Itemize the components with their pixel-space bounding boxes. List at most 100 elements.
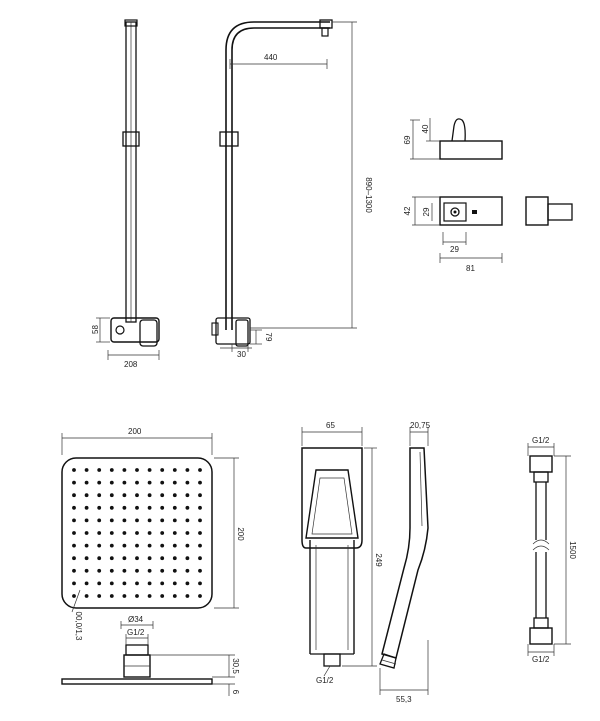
nozzle-dot	[84, 505, 89, 510]
nozzle-dot	[122, 594, 127, 598]
nozzle-dot	[198, 531, 202, 535]
nozzle-dot	[109, 505, 114, 510]
nozzle-dot	[97, 531, 102, 535]
dim-holder-total-height: 69	[403, 135, 412, 144]
nozzle-dot	[72, 531, 76, 535]
nozzle-dot	[135, 468, 139, 472]
nozzle-dot	[147, 480, 152, 485]
nozzle-dot	[147, 594, 152, 598]
nozzle-dot	[135, 518, 139, 523]
nozzle-dot	[84, 594, 89, 598]
nozzle-dot	[160, 493, 165, 498]
nozzle-dot	[72, 493, 76, 498]
nozzle-dot	[84, 581, 89, 586]
dim-hose-length: 1500	[568, 541, 577, 559]
nozzle-dot	[135, 581, 139, 586]
nozzle-dot	[160, 581, 165, 586]
nozzle-dot	[109, 543, 114, 548]
nozzle-dot	[97, 594, 102, 598]
nozzle-dot	[84, 493, 89, 498]
dim-nozzle-size: 00,0/1,3	[74, 612, 83, 641]
nozzle-dot	[172, 468, 177, 472]
hand-shower-side-view	[379, 427, 429, 695]
nozzle-dot	[135, 531, 139, 535]
nozzle-dot	[72, 556, 76, 561]
holder-side-view	[410, 118, 503, 160]
nozzle-dot	[109, 468, 114, 472]
dim-head-height: 200	[236, 527, 245, 541]
nozzle-dot	[72, 505, 76, 510]
dim-head-offset: 30,5	[231, 658, 240, 674]
nozzle-dot	[185, 480, 190, 485]
nozzle-dot	[198, 518, 202, 523]
nozzle-dot	[84, 556, 89, 561]
dim-arm-width: 440	[264, 53, 278, 62]
nozzle-dot	[109, 480, 114, 485]
dim-holder-width: 81	[466, 264, 475, 273]
dim-mixer-depth: 30	[237, 350, 246, 359]
nozzle-dot	[147, 556, 152, 561]
nozzle-dot	[84, 543, 89, 548]
dim-holder-height: 40	[421, 124, 430, 133]
nozzle-dot	[109, 568, 114, 573]
nozzle-dot	[109, 594, 114, 598]
nozzle-dot	[185, 594, 190, 598]
nozzle-dot	[135, 556, 139, 561]
nozzle-dot	[198, 543, 202, 548]
nozzle-dot	[198, 468, 202, 472]
nozzle-dot	[122, 480, 127, 485]
dim-hand-side-width: 20,75	[410, 421, 431, 430]
dim-head-thread: G1/2	[127, 628, 145, 637]
nozzle-dot	[147, 581, 152, 586]
nozzle-dot	[122, 543, 127, 548]
nozzle-dot	[122, 581, 127, 586]
nozzle-dot	[160, 480, 165, 485]
dim-mixer-offset: 79	[264, 333, 273, 342]
dim-head-thickness: 6	[231, 690, 240, 695]
nozzle-dot	[198, 556, 202, 561]
nozzle-dot	[172, 518, 177, 523]
nozzle-dot	[198, 505, 202, 510]
nozzle-dot	[185, 581, 190, 586]
nozzle-dot	[97, 468, 102, 472]
nozzle-dot	[160, 518, 165, 523]
holder-front-view	[412, 196, 503, 263]
nozzle-dot	[97, 543, 102, 548]
nozzle-dot	[172, 505, 177, 510]
nozzle-dot	[109, 493, 114, 498]
nozzle-dot	[72, 480, 76, 485]
nozzle-dot	[122, 568, 127, 573]
holder-rear-view	[525, 196, 573, 226]
dim-height-range: 890–1300	[364, 177, 373, 213]
dim-mixer-height: 58	[91, 325, 100, 334]
dim-hand-side-depth: 55,3	[396, 695, 412, 704]
nozzle-dot	[198, 594, 202, 598]
nozzle-dot	[135, 480, 139, 485]
nozzle-dot	[84, 531, 89, 535]
nozzle-dot	[72, 568, 76, 573]
nozzle-dot	[135, 594, 139, 598]
nozzle-dot	[97, 556, 102, 561]
nozzle-dot	[147, 468, 152, 472]
nozzle-dot	[185, 568, 190, 573]
nozzle-dot	[160, 543, 165, 548]
nozzle-dot	[135, 493, 139, 498]
nozzle-dot	[109, 518, 114, 523]
nozzle-dot	[109, 556, 114, 561]
column-front-view	[96, 19, 160, 360]
dim-holder-inner-width: 29	[450, 245, 459, 254]
nozzle-dot	[160, 531, 165, 535]
nozzle-dot	[147, 531, 152, 535]
nozzle-dot	[147, 505, 152, 510]
nozzle-dot	[84, 568, 89, 573]
nozzle-dot	[109, 531, 114, 535]
nozzle-dot	[72, 468, 76, 472]
nozzle-dot	[147, 493, 152, 498]
nozzle-dot	[147, 543, 152, 548]
nozzle-dot	[72, 518, 76, 523]
dim-holder-total-depth: 42	[403, 206, 412, 215]
nozzle-dot	[172, 543, 177, 548]
nozzle-dot	[97, 493, 102, 498]
column-side-view	[211, 19, 357, 352]
